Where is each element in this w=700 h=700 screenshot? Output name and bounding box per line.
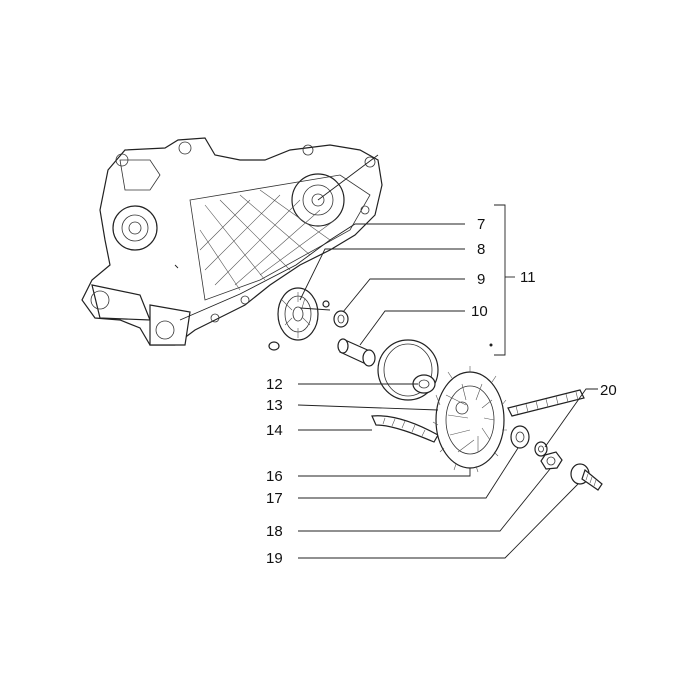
- callout-labels: 7 8 9 10 11 12 13 14 16 17 18 19 20: [266, 216, 617, 567]
- callout-10: 10: [471, 303, 488, 320]
- callout-9: 9: [477, 271, 485, 288]
- callout-16: 16: [266, 468, 283, 485]
- leader-lines: [179, 223, 598, 559]
- pulley-half-part-12: [377, 339, 439, 401]
- callout-19: 19: [266, 550, 283, 567]
- small-washer: [322, 300, 330, 308]
- callout-18: 18: [266, 523, 283, 540]
- drive-face-part-8: [277, 287, 331, 341]
- belt-part-20: [507, 389, 585, 417]
- small-nut: [268, 341, 280, 351]
- callout-20: 20: [600, 382, 617, 399]
- callout-14: 14: [266, 422, 283, 439]
- crescent-part-14: [371, 415, 439, 443]
- bolt-part-19: [570, 463, 603, 491]
- washer: [534, 441, 548, 457]
- ramp-plate-part-16: [432, 366, 507, 473]
- callout-17: 17: [266, 490, 283, 507]
- bushing-part-9: [333, 310, 349, 328]
- callout-11: 11: [520, 269, 536, 286]
- callout-13: 13: [266, 397, 283, 414]
- nut-part-18: [540, 451, 563, 470]
- bush-part-17: [510, 425, 530, 449]
- callout-8: 8: [477, 241, 485, 258]
- callout-12: 12: [266, 376, 283, 393]
- group-bracket-11: [489, 204, 515, 356]
- sleeve-part-10: [337, 338, 376, 367]
- callout-7: 7: [477, 216, 485, 233]
- engine-crankcase: [81, 137, 383, 346]
